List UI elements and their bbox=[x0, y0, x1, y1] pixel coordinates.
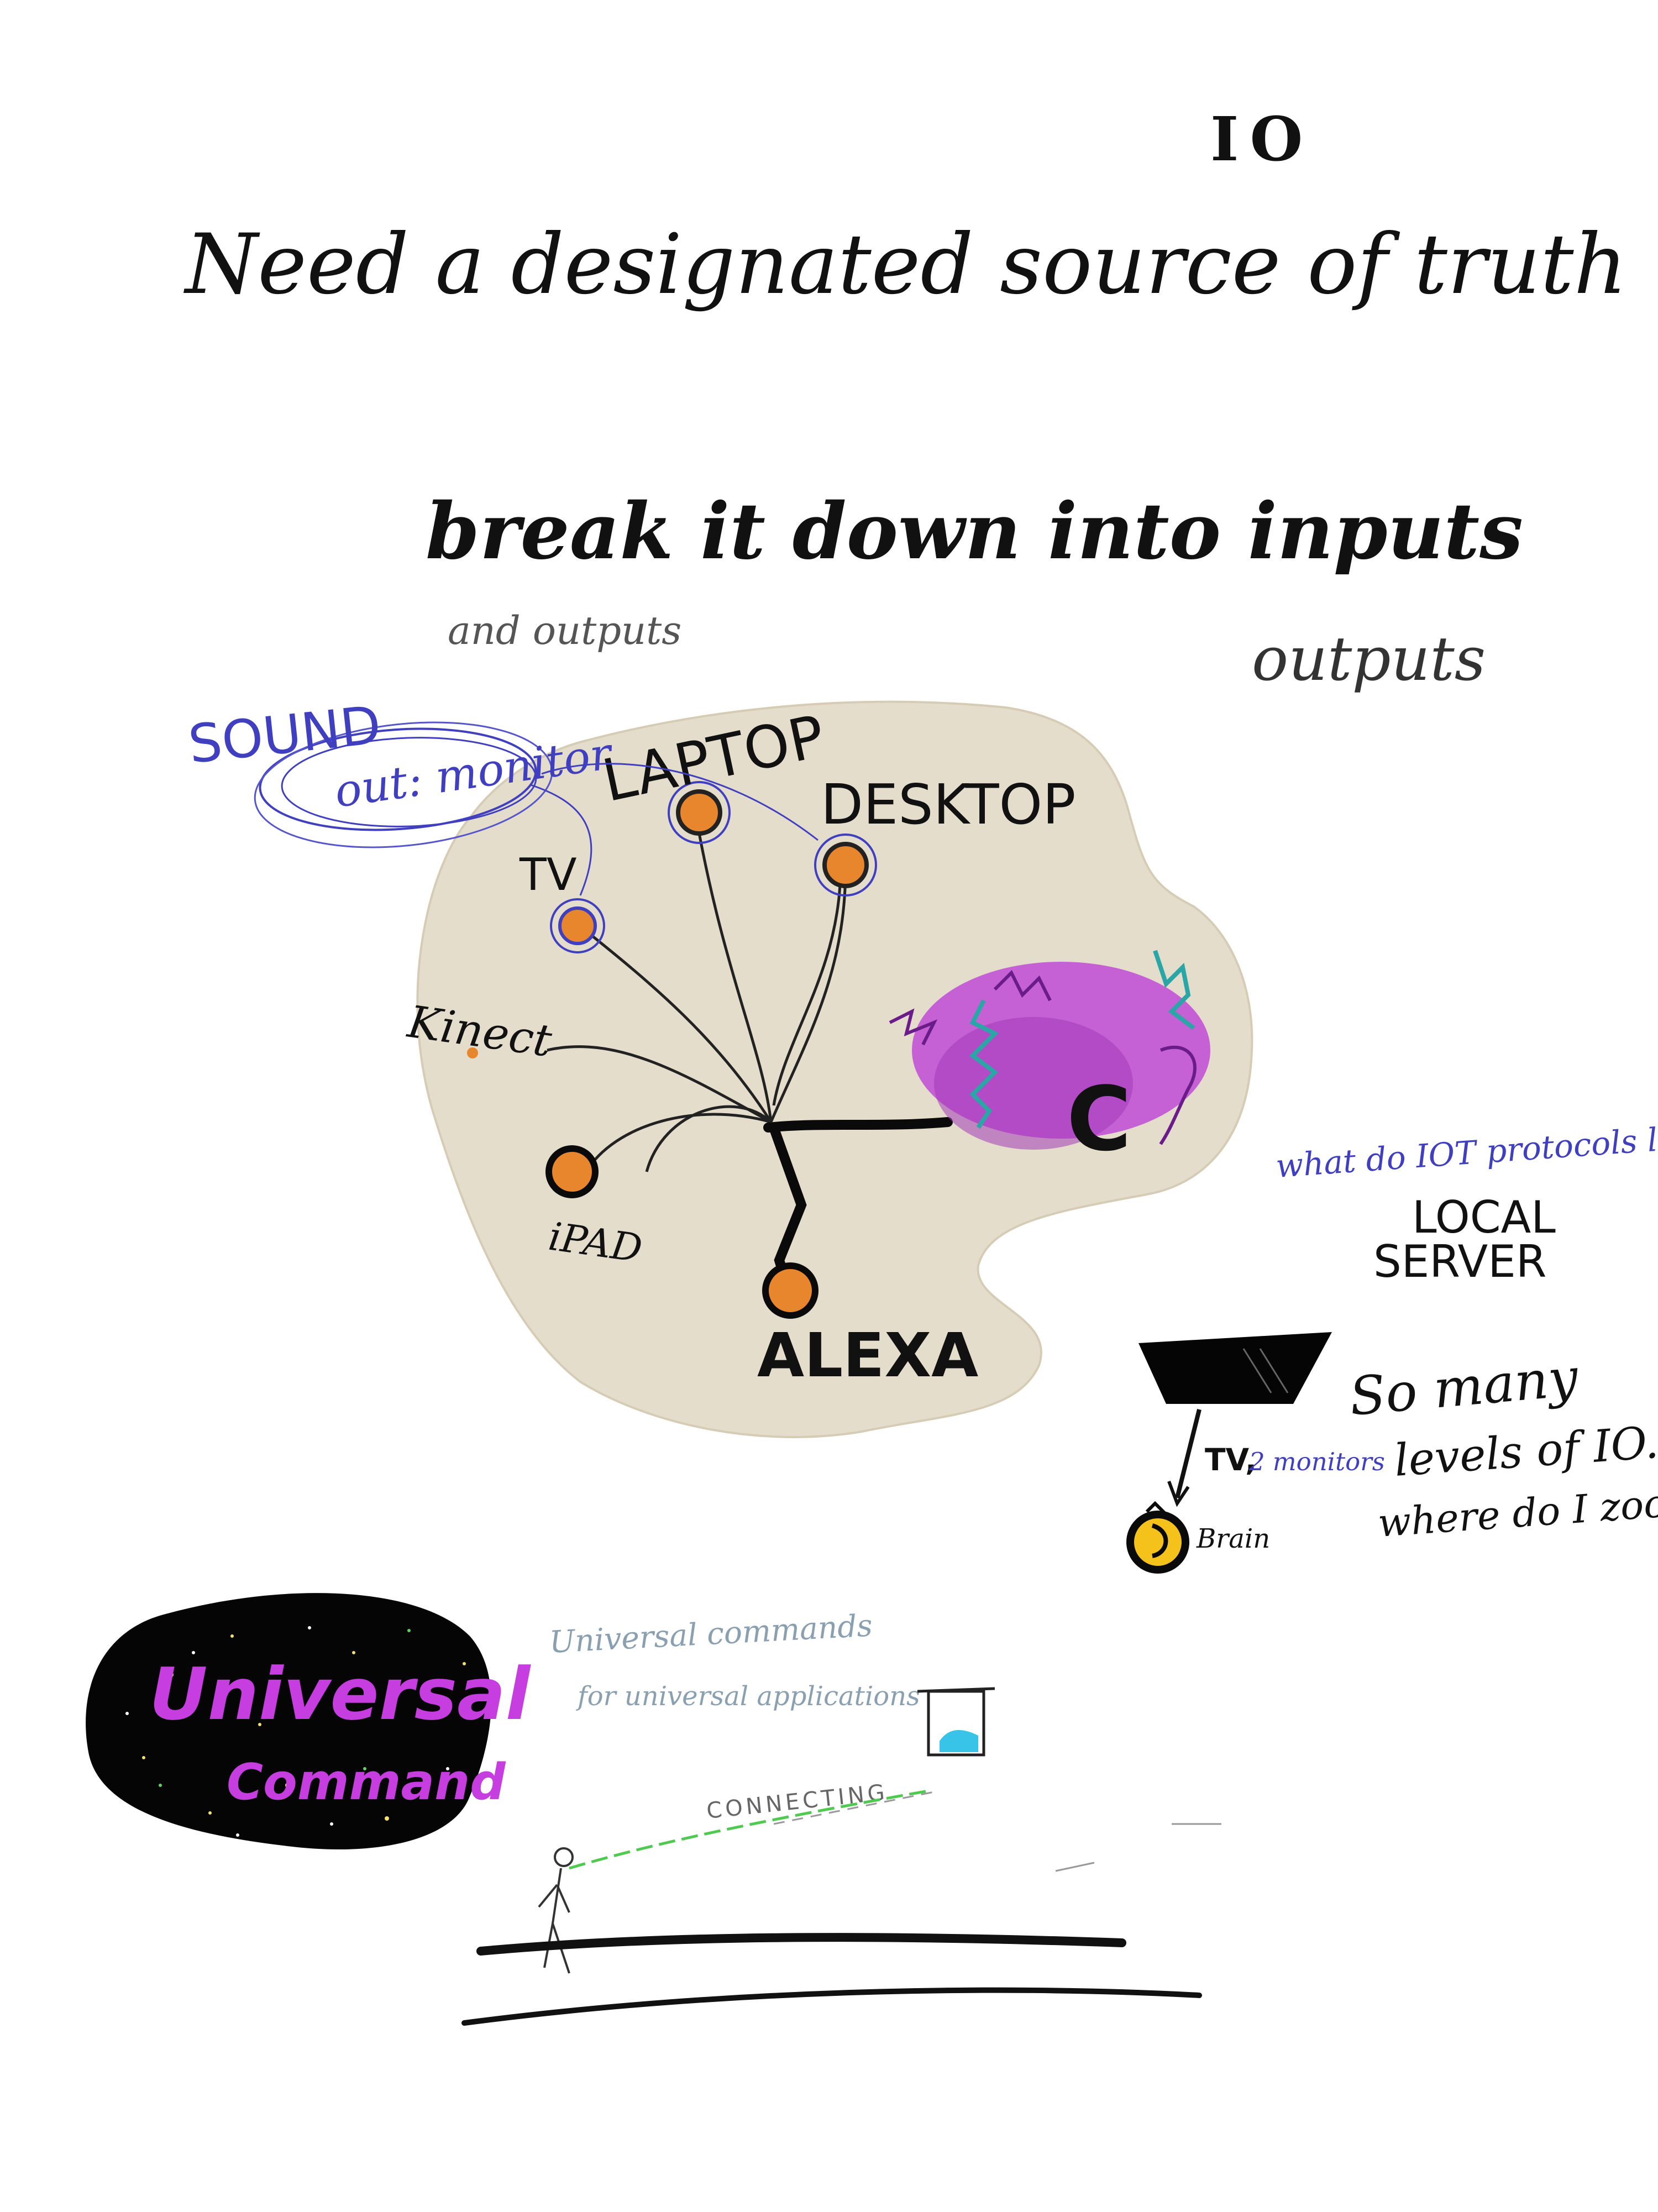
connecting-path-grey bbox=[773, 1790, 940, 1825]
portal-box bbox=[917, 1687, 995, 1757]
commands-note-line1: Universal commands bbox=[548, 1607, 873, 1660]
node-label-tv: TV bbox=[519, 849, 577, 900]
node-laptop bbox=[668, 781, 731, 844]
main-note: Need a designated source of truth bbox=[183, 217, 1627, 313]
node-desktop bbox=[814, 834, 877, 897]
subtitle: break it down into inputs bbox=[426, 486, 1523, 577]
badge-line2: Command bbox=[227, 1753, 506, 1811]
distant-ledge-2 bbox=[1055, 1862, 1095, 1872]
connecting-path bbox=[569, 1789, 929, 1870]
zoom-note-line1: So many bbox=[1347, 1347, 1581, 1428]
node-alexa bbox=[762, 1262, 818, 1319]
io-mark: IO bbox=[1210, 103, 1314, 175]
brain-label: Brain bbox=[1196, 1523, 1270, 1554]
connecting-label: CONNECTING bbox=[705, 1780, 889, 1824]
node-kinect bbox=[467, 1047, 478, 1058]
local-server-line1: LOCAL bbox=[1412, 1192, 1556, 1243]
monitors-note: 2 monitors bbox=[1248, 1447, 1385, 1476]
node-label-alexa: ALEXA bbox=[757, 1320, 978, 1391]
connection-wires bbox=[547, 817, 847, 1178]
universal-command-badge: Universal Command bbox=[86, 1593, 532, 1849]
tv-note: TV, bbox=[1205, 1442, 1257, 1477]
node-tv bbox=[550, 898, 605, 953]
ground-stroke-lower bbox=[461, 1987, 1202, 2026]
node-label-desktop: DESKTOP bbox=[821, 772, 1076, 837]
star-speckles bbox=[142, 1634, 466, 1821]
trunk-to-cloud bbox=[763, 1117, 953, 1133]
badge-line1: Universal bbox=[149, 1652, 532, 1736]
zoom-note-line2: levels of IO. bbox=[1393, 1417, 1658, 1486]
subtitle-aside: and outputs bbox=[448, 608, 681, 653]
device-map: LAPTOP DESKTOP TV Kinect iPAD ALEXA C bbox=[403, 700, 1253, 1438]
walking-figure bbox=[538, 1847, 574, 1974]
scribble-cloud: C bbox=[889, 950, 1210, 1171]
paper-cutout bbox=[416, 700, 1253, 1438]
iot-question: what do IOT protocols look like? bbox=[1274, 1111, 1658, 1185]
ground-stroke-upper bbox=[476, 1933, 1126, 1956]
local-server-line2: SERVER bbox=[1373, 1236, 1546, 1287]
scribble-glyph: C bbox=[1067, 1067, 1131, 1171]
node-ipad bbox=[545, 1145, 599, 1198]
server-screen-icon bbox=[1138, 1332, 1332, 1507]
brain-icon bbox=[1126, 1501, 1189, 1574]
outputs-note: outputs bbox=[1252, 623, 1486, 694]
commands-note-line2: for universal applications bbox=[576, 1681, 920, 1712]
